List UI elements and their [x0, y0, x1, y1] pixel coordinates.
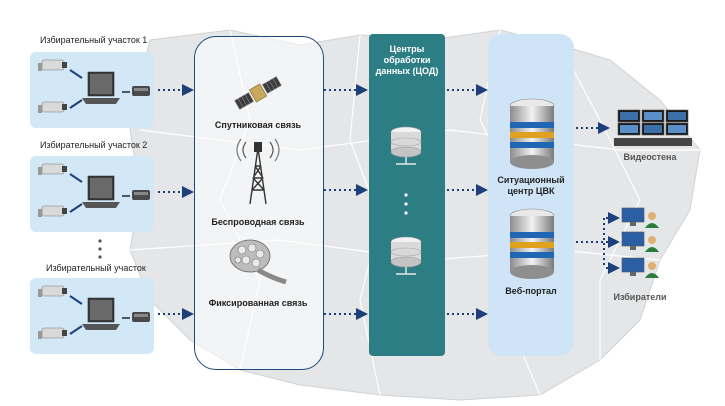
video-wall-label: Видеостена	[623, 152, 677, 162]
station-equipment	[38, 285, 150, 339]
camera-icon	[38, 285, 67, 297]
ellipsis-dots-icon	[404, 193, 408, 215]
network-label: Спутниковая связь	[214, 120, 302, 130]
satellite-icon	[234, 76, 282, 110]
arrow-camera-to-laptop	[69, 295, 83, 305]
laptop-icon	[82, 71, 120, 104]
voter-computer-icon	[621, 207, 659, 228]
station-equipment	[38, 163, 150, 217]
network-label: Фиксированная связь	[208, 298, 308, 308]
server-icon	[390, 236, 422, 275]
fiber-cable-icon	[229, 239, 287, 285]
arrow-camera-to-laptop	[69, 325, 83, 335]
processing-centers-title-line: Центры	[389, 44, 425, 54]
video-wall-icon	[614, 109, 692, 146]
database-server-icon	[509, 208, 555, 279]
ballot-scanner-icon	[132, 312, 150, 322]
laptop-icon	[82, 175, 120, 208]
processing-centers-title-line: данных (ЦОД)	[375, 66, 439, 76]
laptop-icon	[82, 297, 120, 330]
arrow-camera-to-laptop	[69, 69, 83, 79]
arrow-camera-to-laptop	[69, 203, 83, 213]
radio-tower-icon	[236, 138, 280, 205]
polling-station-label: Избирательный участок	[46, 263, 146, 273]
arrow-camera-to-laptop	[69, 99, 83, 109]
camera-icon	[38, 327, 67, 339]
station-equipment	[38, 59, 150, 113]
polling-station-label: Избирательный участок 2	[40, 140, 148, 150]
web-portal-label: Веб-портал	[505, 286, 557, 296]
situational-center-label-line: центр ЦВК	[507, 186, 555, 196]
processing-centers-title-line: обработки	[383, 55, 431, 65]
central-systems-box	[488, 34, 574, 356]
camera-icon	[38, 59, 67, 71]
voter-computer-icon	[621, 231, 659, 252]
ellipsis-dots-icon	[98, 239, 102, 259]
voters-label: Избиратели	[613, 292, 667, 302]
camera-icon	[38, 205, 67, 217]
ballot-scanner-icon	[132, 86, 150, 96]
arrow-camera-to-laptop	[69, 173, 83, 183]
processing-centers-title: Центры обработки данных (ЦОД)	[369, 44, 445, 77]
camera-icon	[38, 101, 67, 113]
database-server-icon	[509, 98, 555, 169]
camera-icon	[38, 163, 67, 175]
voter-computer-icon	[621, 257, 659, 278]
ballot-scanner-icon	[132, 190, 150, 200]
server-icon	[390, 126, 422, 165]
polling-station-label: Избирательный участок 1	[40, 35, 148, 45]
situational-center-label-line: Ситуационный	[497, 175, 565, 185]
situational-center-label: Ситуационный центр ЦВК	[497, 175, 564, 197]
network-label: Беспроводная связь	[211, 217, 305, 227]
